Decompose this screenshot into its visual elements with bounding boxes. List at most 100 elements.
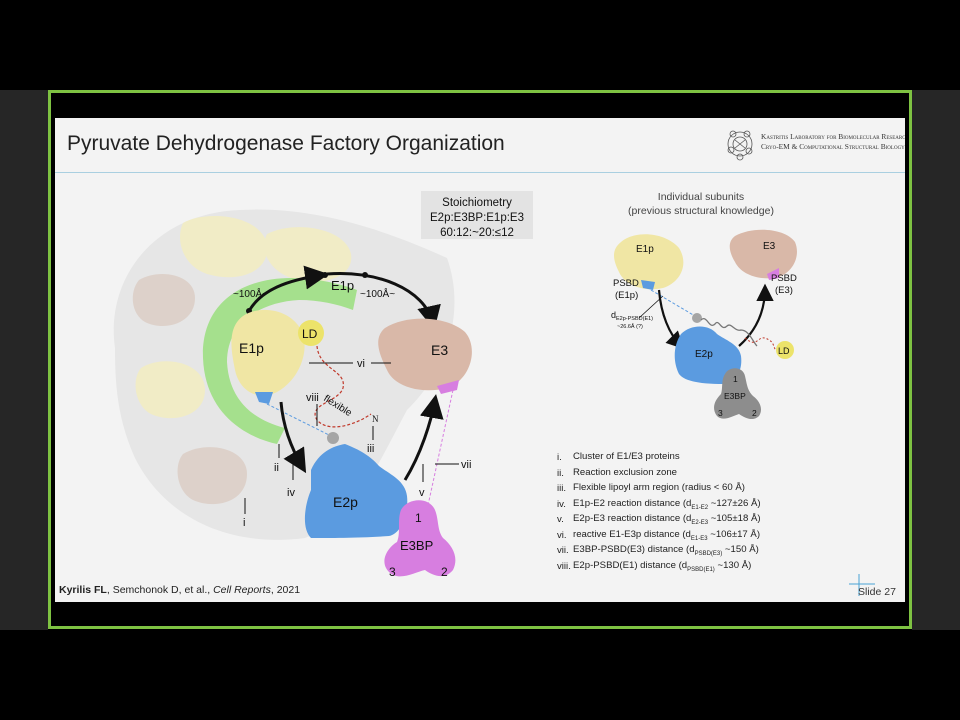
lab-name: Kastritis Laboratory for Biomolecular Re…: [761, 132, 905, 152]
psbd-e1-dashed: [266, 403, 332, 437]
label-vii: vii: [461, 459, 471, 471]
legend-text: E2p-E3 reaction distance (dE2-E3 ~105±18…: [573, 513, 761, 527]
n-terminus-label: N: [372, 414, 379, 424]
arrow-e1p-to-top: [247, 265, 329, 312]
sub-dist-pointer: [638, 295, 664, 319]
sub-arrow-right: [738, 283, 774, 347]
legend-row: v. E2p-E3 reaction distance (dE2-E3 ~105±…: [557, 512, 761, 528]
cluster-e3-1: [132, 274, 195, 327]
legend-num: v.: [557, 514, 564, 526]
title-divider: [55, 172, 905, 173]
legend-num: iv.: [557, 498, 566, 510]
arrow-e2p-to-e3: [403, 394, 444, 481]
lipoyl-junction: [327, 432, 339, 444]
psbd-e3-label: PSBD: [771, 273, 797, 284]
stoichiometry-formula: E2p:E3BP:E1p:E3: [430, 212, 524, 224]
slide-number: Slide 27: [858, 586, 896, 598]
sub-e3bp-shape: [714, 368, 761, 420]
e2p-shape: [304, 444, 408, 538]
legend-text: E1p-E2 reaction distance (dE1-E2 ~127±26…: [573, 497, 761, 511]
sub-e3bp-num-3: 3: [718, 408, 723, 418]
legend-text: reactive E1-E3p distance (dE1-E3 ~106±17…: [573, 528, 761, 542]
sub-dist-label: dE2p-PSBD(E1): [611, 310, 653, 322]
slide: Pyruvate Dehydrogenase Factory Organizat…: [55, 118, 905, 602]
legend-row: viii.E2p-PSBD(E1) distance (dPSBD(E1) ~1…: [557, 559, 761, 575]
label-iii: iii: [367, 443, 374, 455]
sub-e3-label: E3: [763, 241, 776, 252]
e1p-top-label: E1p: [331, 278, 354, 293]
legend-row: ii. Reaction exclusion zone: [557, 466, 761, 482]
subunits-title-1: Individual subunits: [658, 191, 744, 203]
legend-text: Flexible lipoyl arm region (radius < 60 …: [573, 482, 745, 494]
legend-row: vii. E3BP-PSBD(E3) distance (dPSBD(E3) ~1…: [557, 543, 761, 559]
arrow-e1p-to-e2p: [279, 401, 307, 474]
sub-e1p-psbd: [641, 280, 655, 290]
sub-junction: [692, 313, 702, 323]
right-letterbox: [912, 90, 960, 630]
sub-e3bp-num-2: 2: [752, 408, 757, 418]
e3-psbd: [437, 380, 459, 394]
e3bp-num-1: 1: [415, 511, 422, 525]
sub-e1p-shape: [614, 234, 684, 290]
legend-num: ii.: [557, 467, 564, 479]
cluster-e3-2: [177, 447, 247, 505]
sub-e1p-label: E1p: [636, 244, 654, 255]
psbd-e3-dashed: [426, 389, 454, 511]
sub-e3-psbd: [767, 268, 779, 280]
sub-lipoyl-arm: [744, 337, 784, 352]
sub-dist-value: ~26.6Å (?): [617, 323, 643, 330]
e2p-label: E2p: [333, 494, 358, 510]
cluster-e1p-2: [264, 227, 352, 282]
left-letterbox: [0, 90, 48, 630]
sub-e2p-label: E2p: [695, 349, 713, 360]
sub-psbd-dashed: [650, 289, 696, 317]
e1p-label: E1p: [239, 340, 264, 356]
cluster-e1p-1: [180, 215, 268, 278]
legend-text: Cluster of E1/E3 proteins: [573, 451, 680, 463]
e3-label: E3: [431, 342, 448, 358]
legend-num: vii.: [557, 545, 569, 557]
lab-line-2: Cryo-EM & Computational Structural Biolo…: [761, 142, 905, 151]
flexible-arm: [314, 345, 372, 428]
stoichiometry-header: Stoichiometry: [442, 197, 512, 209]
psbd-e1p-label: PSBD: [613, 278, 639, 289]
sub-e3bp-num-1: 1: [733, 374, 738, 384]
legend-row: iii.Flexible lipoyl arm region (radius <…: [557, 481, 761, 497]
dist-label-left: ~100Å~: [233, 287, 268, 300]
ld-label: LD: [302, 327, 318, 341]
e3-shape: [378, 318, 472, 391]
legend: i. Cluster of E1/E3 proteins ii. Reaction …: [557, 450, 761, 574]
stoichiometry-box: [421, 191, 533, 239]
e1p-shape: [231, 309, 305, 396]
ld-shape: [298, 320, 324, 346]
presentation-frame: Pyruvate Dehydrogenase Factory Organizat…: [48, 90, 912, 629]
sub-arrow-left: [657, 289, 685, 350]
arrow-top-to-e3: [326, 271, 441, 330]
legend-num: vi.: [557, 529, 567, 541]
arc-dot-top: [322, 272, 328, 278]
legend-row: vi. reactive E1-E3p distance (dE1-E3 ~106…: [557, 528, 761, 544]
sub-e2p-shape: [674, 326, 742, 384]
label-i: i: [243, 517, 245, 529]
legend-num: i.: [557, 452, 562, 464]
lab-logo-icon: [727, 130, 753, 161]
e3bp-shape: [384, 500, 456, 577]
subunits-title-2: (previous structural knowledge): [628, 205, 774, 217]
dist-label-right: ~100Å~: [360, 287, 395, 300]
sub-e3-shape: [729, 229, 797, 279]
label-v: v: [419, 487, 425, 499]
legend-text: E3BP-PSBD(E3) distance (dPSBD(E3) ~150 Å…: [573, 544, 759, 558]
e3bp-num-2: 2: [441, 565, 448, 579]
sub-e3bp-label: E3BP: [724, 391, 746, 401]
e1p-psbd: [255, 392, 273, 404]
legend-row: i. Cluster of E1/E3 proteins: [557, 450, 761, 466]
arc-dot-right: [362, 272, 368, 278]
sub-ld-shape: [776, 341, 794, 359]
legend-num: viii.: [557, 560, 571, 572]
stoichiometry-ratio: 60:12:~20:≤12: [440, 227, 514, 239]
citation: Kyrilis FL, Semchonok D, et al., Cell Re…: [59, 584, 301, 596]
psbd-e3-sub: (E3): [775, 285, 793, 296]
legend-text: E2p-PSBD(E1) distance (dPSBD(E1) ~130 Å): [573, 559, 752, 573]
plus-icon: [849, 574, 875, 596]
legend-text: Reaction exclusion zone: [573, 466, 677, 478]
